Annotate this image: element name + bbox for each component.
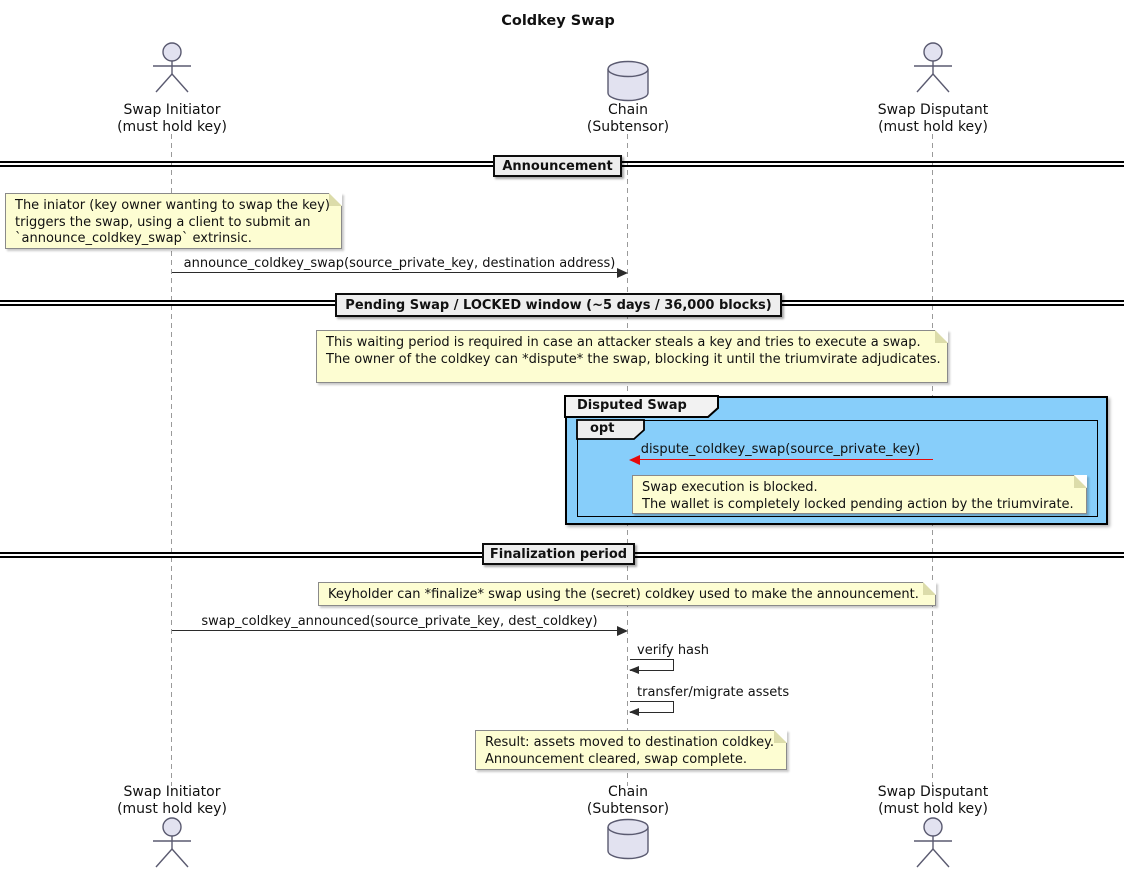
group-tab — [564, 395, 719, 418]
note-line: The iniator (key owner wanting to swap t… — [15, 198, 330, 213]
arrowhead-right-icon — [617, 268, 628, 278]
arrowhead-left-icon — [629, 455, 640, 465]
arrowhead-left-icon — [629, 666, 639, 674]
divider-finalization: Finalization period — [482, 543, 635, 565]
opt-tab-label: opt — [590, 421, 615, 436]
actor-icon — [153, 817, 191, 868]
lifeline-initiator — [171, 134, 172, 786]
group-tab-title: Disputed Swap — [577, 398, 687, 413]
note-result: Result: assets moved to destination cold… — [475, 730, 787, 770]
participant-label-disputant-top: Swap Disputant (must hold key) — [833, 102, 1033, 135]
actor-icon — [153, 42, 191, 93]
participant-qualifier: (must hold key) — [878, 118, 988, 135]
note-line: `announce_coldkey_swap` extrinsic. — [15, 231, 252, 246]
note-line: The owner of the coldkey can *dispute* t… — [326, 351, 941, 367]
note-waiting: This waiting period is required in case … — [316, 330, 948, 383]
actor-icon — [914, 817, 952, 868]
message-finalize-arrow — [172, 630, 618, 631]
note-line: Keyholder can *finalize* swap using the … — [328, 587, 919, 602]
opt-tab — [576, 419, 645, 440]
opt-fragment — [577, 420, 1098, 517]
participant-label-initiator-bottom: Swap Initiator (must hold key) — [72, 784, 272, 817]
participant-qualifier: (Subtensor) — [586, 118, 670, 135]
message-dispute-label: dispute_coldkey_swap(source_private_key) — [640, 442, 921, 457]
participant-name: Swap Initiator — [123, 102, 221, 118]
participant-qualifier: (must hold key) — [878, 800, 988, 817]
note-line: This waiting period is required in case … — [326, 335, 921, 350]
participant-label-initiator-top: Swap Initiator (must hold key) — [72, 102, 272, 135]
note-line: The wallet is completely locked pending … — [642, 496, 1074, 512]
message-announce-arrow — [172, 272, 618, 273]
note-line: triggers the swap, using a client to sub… — [15, 214, 311, 230]
note-line: Result: assets moved to destination cold… — [485, 735, 775, 750]
participant-name: Swap Disputant — [877, 102, 989, 118]
self-message-loop — [630, 701, 674, 713]
participant-qualifier: (must hold key) — [117, 118, 227, 135]
self-message-loop — [630, 659, 674, 671]
note-line: Swap execution is blocked. — [642, 480, 818, 495]
participant-qualifier: (must hold key) — [117, 800, 227, 817]
participant-name: Swap Initiator — [123, 784, 221, 800]
participant-name: Swap Disputant — [877, 784, 989, 800]
participant-label-chain-top: Chain (Subtensor) — [528, 102, 728, 135]
note-line: Announcement cleared, swap complete. — [485, 751, 747, 767]
participant-label-chain-bottom: Chain (Subtensor) — [528, 784, 728, 817]
note-initiate: The iniator (key owner wanting to swap t… — [5, 193, 342, 249]
database-icon — [607, 60, 649, 102]
database-icon — [607, 818, 649, 860]
note-finalize: Keyholder can *finalize* swap using the … — [318, 582, 936, 606]
message-finalize-label: swap_coldkey_announced(source_private_ke… — [201, 614, 598, 629]
actor-icon — [914, 42, 952, 93]
message-verify-hash-label: verify hash — [637, 643, 710, 658]
participant-qualifier: (Subtensor) — [586, 800, 670, 817]
divider-pending-swap: Pending Swap / LOCKED window (~5 days / … — [335, 293, 782, 317]
arrowhead-left-icon — [629, 708, 639, 716]
note-blocked: Swap execution is blocked. The wallet is… — [632, 475, 1087, 514]
diagram-title: Coldkey Swap — [501, 13, 615, 29]
message-announce-label: announce_coldkey_swap(source_private_key… — [183, 256, 616, 271]
message-transfer-label: transfer/migrate assets — [637, 685, 790, 700]
participant-name: Chain — [608, 784, 648, 800]
divider-announcement: Announcement — [493, 155, 622, 177]
participant-label-disputant-bottom: Swap Disputant (must hold key) — [833, 784, 1033, 817]
participant-name: Chain — [608, 102, 648, 118]
arrowhead-right-icon — [617, 626, 628, 636]
